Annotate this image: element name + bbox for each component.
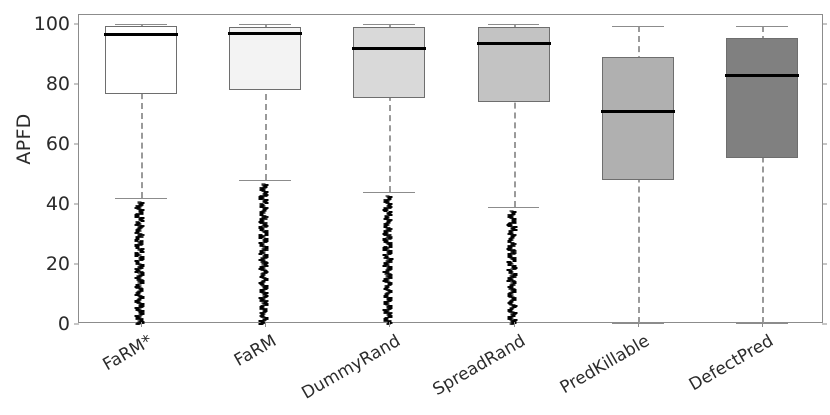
whisker-cap-upper — [363, 24, 416, 25]
x-tick-label-predkillable: PredKillable — [556, 331, 653, 399]
box-farm — [229, 27, 302, 90]
whisker-line — [513, 24, 516, 207]
whisker-cap-lower — [363, 192, 416, 193]
y-tick-label: 100 — [33, 13, 70, 35]
y-tick-mark-right — [822, 83, 827, 85]
y-tick-mark-right — [822, 323, 827, 325]
box-farm — [105, 26, 178, 95]
whisker-cap-lower — [611, 322, 664, 324]
whisker-cap-lower — [735, 322, 788, 324]
plot-area: 0 20 40 60 80 100 — [34, 13, 827, 335]
whisker-cap-upper — [735, 25, 788, 27]
y-tick-mark — [74, 143, 79, 145]
whisker-cap-upper — [239, 24, 292, 25]
whisker-cap-lower — [487, 207, 540, 208]
y-tick-mark — [74, 323, 79, 325]
y-axis-label: APFD — [13, 113, 35, 165]
outlier-points — [258, 183, 269, 326]
box-dummyrand — [353, 27, 426, 98]
x-tick-label-farm: FaRM — [231, 331, 281, 371]
x-tick-mark — [513, 322, 515, 327]
y-tick-mark — [74, 203, 79, 205]
x-tick-label-farm: FaRM* — [99, 331, 157, 376]
median-line — [476, 42, 551, 45]
whisker-cap-upper — [611, 25, 664, 27]
whisker-line — [761, 25, 764, 323]
median-line — [724, 73, 799, 77]
y-tick-label: 80 — [45, 73, 70, 95]
median-line — [352, 46, 427, 50]
x-tick-mark — [761, 322, 763, 327]
median-line — [600, 109, 675, 113]
outlier-points — [134, 201, 145, 326]
x-tick-label-defectpred: DefectPred — [685, 331, 777, 396]
whisker-line — [141, 24, 144, 198]
y-tick-mark-right — [822, 203, 827, 205]
median-line — [104, 33, 179, 36]
whisker-line — [389, 24, 392, 192]
y-tick-label: 40 — [45, 193, 70, 215]
x-tick-label-dummyrand: DummyRand — [298, 331, 405, 404]
y-tick-mark-right — [822, 263, 827, 265]
whisker-cap-upper — [115, 24, 167, 25]
y-tick-mark-right — [822, 143, 827, 145]
x-tick-mark — [141, 322, 143, 327]
x-tick-mark — [637, 322, 639, 327]
whisker-cap-lower — [115, 198, 167, 199]
box-defectpred — [725, 37, 798, 158]
y-tick-label: 20 — [45, 253, 70, 275]
whisker-cap-upper — [487, 24, 540, 25]
median-line — [228, 31, 303, 35]
y-tick-label: 0 — [57, 313, 70, 335]
x-tick-mark — [265, 322, 267, 327]
whisker-line — [265, 24, 268, 180]
y-tick-mark — [74, 263, 79, 265]
y-tick-mark — [74, 23, 79, 25]
y-tick-label: 60 — [45, 133, 70, 155]
x-tick-mark — [389, 322, 391, 327]
box-spreadrand — [477, 27, 550, 102]
y-tick-mark-right — [822, 23, 827, 25]
box-predkillable — [601, 57, 674, 180]
y-tick-mark — [74, 83, 79, 85]
plot-inner — [79, 15, 822, 326]
outlier-points — [506, 210, 518, 326]
outlier-points — [382, 195, 393, 326]
x-tick-label-spreadrand: SpreadRand — [429, 331, 529, 400]
whisker-cap-lower — [239, 180, 292, 181]
